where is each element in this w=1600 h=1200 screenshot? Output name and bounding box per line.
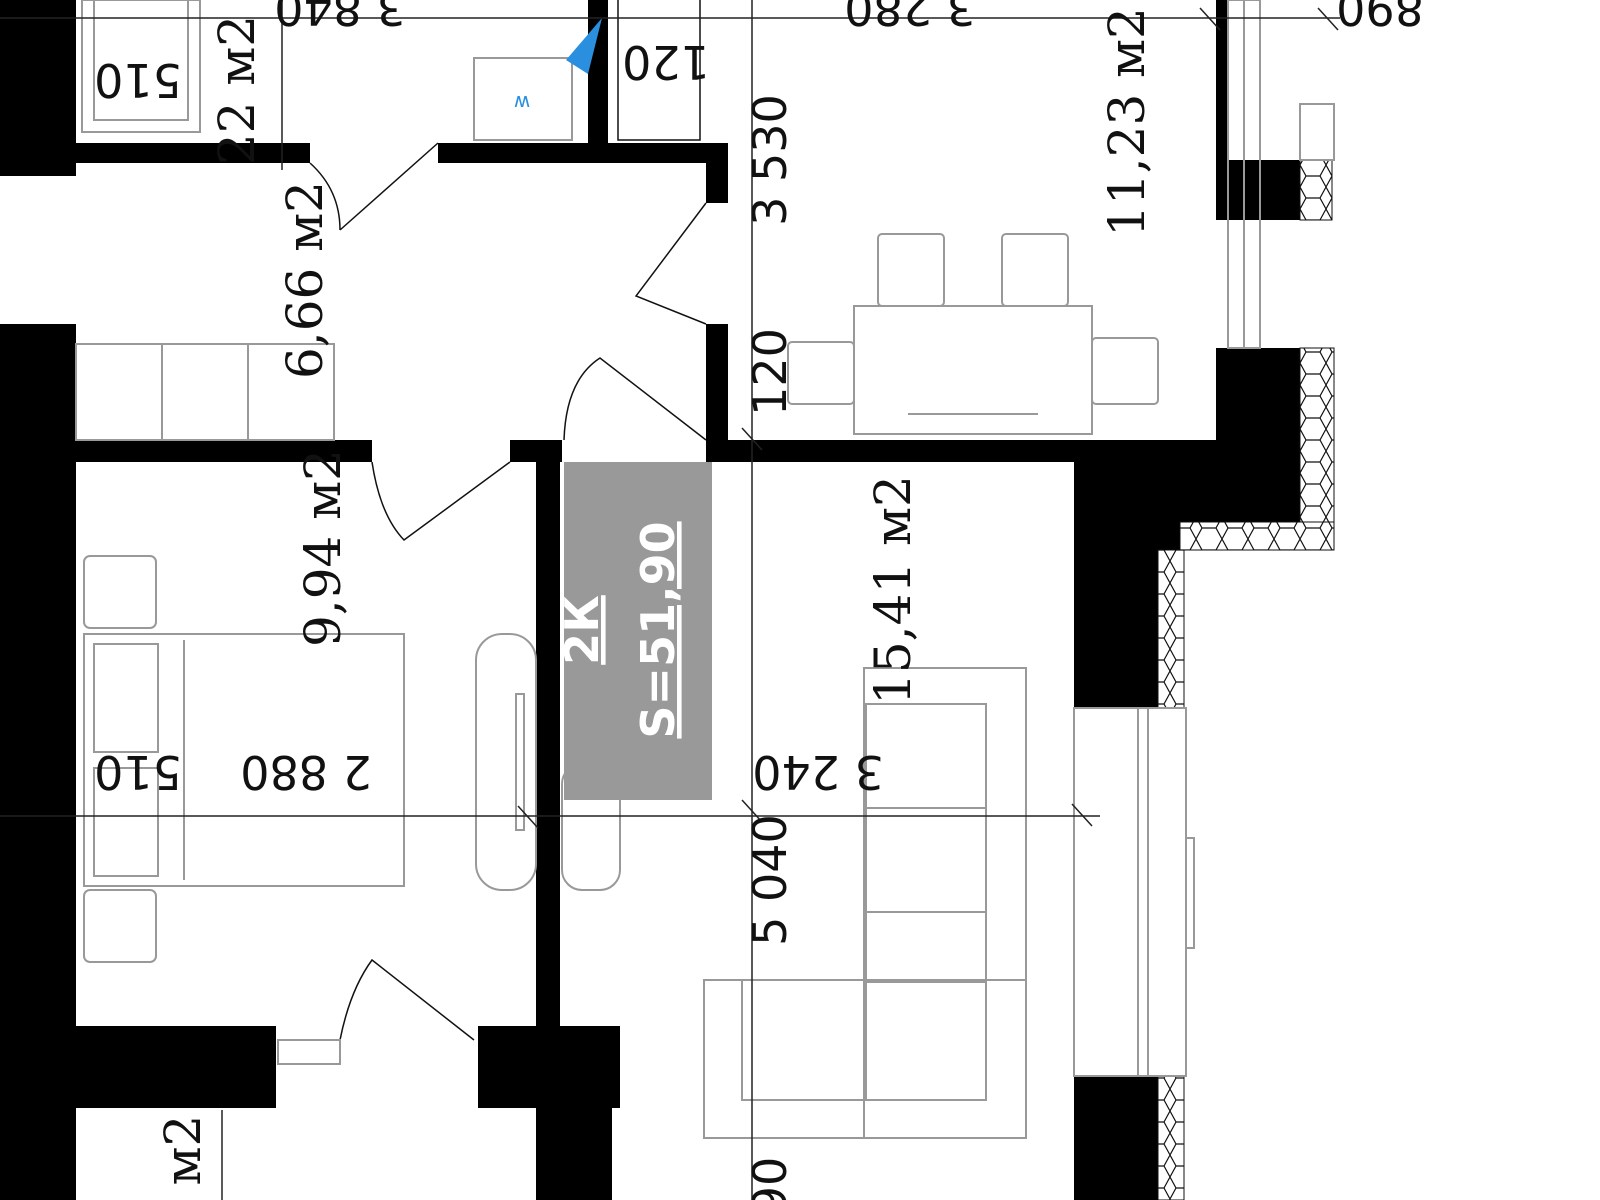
dim-living-height: 5 040 xyxy=(743,814,797,946)
chair-3 xyxy=(787,341,855,405)
wall-bottom-mid-block xyxy=(478,1026,620,1108)
door-balcony xyxy=(339,958,475,1064)
door-bathroom-hall xyxy=(309,142,439,231)
nightstand-bottom xyxy=(83,889,157,963)
window-living xyxy=(1073,707,1187,1077)
insulation xyxy=(1157,159,1335,1200)
bedroom-furniture xyxy=(83,555,537,963)
bathroom-fixtures: w xyxy=(81,0,701,141)
door-kitchen xyxy=(634,202,707,325)
dim-bedroom-510: 510 xyxy=(94,745,182,799)
window-living-handle xyxy=(1185,837,1195,949)
area-living: 15,41 м2 xyxy=(864,475,922,705)
dim-top-partial-c: 890 xyxy=(1336,0,1424,35)
area-kitchen: 11,23 м2 xyxy=(1098,7,1156,237)
wall-bedroom-top xyxy=(76,440,372,462)
wall-right-upper xyxy=(1216,160,1300,220)
walls xyxy=(0,0,1300,1200)
water-heater-icon xyxy=(473,57,573,141)
area-bottom-left-partial: м2 xyxy=(154,1115,212,1186)
wall-bottom-center xyxy=(536,1108,612,1200)
dim-living-width: 3 240 xyxy=(752,745,884,799)
insulation-bottom xyxy=(1157,1075,1185,1200)
area-hall: 6,66 м2 xyxy=(276,181,334,379)
insulation-corner-v xyxy=(1299,347,1335,551)
dim-top-partial-a: 3 840 xyxy=(274,0,406,35)
wall-kitchen-h-stub xyxy=(608,143,728,163)
tv xyxy=(515,693,525,831)
stair-arrow-icon xyxy=(566,18,602,74)
door-bedroom xyxy=(371,461,511,541)
dim-top-120: 120 xyxy=(622,35,710,89)
insulation-top xyxy=(1299,159,1333,221)
badge-area-label: S=51,90 xyxy=(631,521,685,738)
hall-wardrobe xyxy=(75,343,335,441)
labels: 510 120 3 840 3 280 890 22 м2 6,66 м2 11… xyxy=(94,0,1424,1200)
dim-kitchen-height: 3 530 xyxy=(743,94,797,226)
wall-left-upper xyxy=(0,0,76,176)
windows xyxy=(1073,0,1335,1077)
apartment-badge: 2К S=51,90 xyxy=(555,462,712,800)
insulation-side xyxy=(1157,549,1185,709)
wall-right-corner xyxy=(1074,348,1300,708)
wall-left-lower xyxy=(0,324,76,1200)
dimension-lines xyxy=(0,0,1340,1200)
dim-bedroom-width: 2 880 xyxy=(240,745,372,799)
window-kitchen-sill xyxy=(1299,103,1335,161)
dining-set xyxy=(787,233,1159,435)
wall-right-bottom xyxy=(1074,1076,1158,1200)
wall-kitchen-v-upper xyxy=(706,143,728,203)
chair-1 xyxy=(877,233,945,307)
tv-stand xyxy=(475,633,537,891)
wall-top-mid-h xyxy=(438,143,588,163)
area-bedroom: 9,94 м2 xyxy=(294,449,352,647)
badge-background xyxy=(564,462,712,800)
pillow-1 xyxy=(93,643,159,753)
wardrobe xyxy=(75,343,335,441)
dim-bottom-partial: 90 xyxy=(743,1157,797,1200)
wall-top-left-h xyxy=(76,143,310,163)
bathroom-door-frame xyxy=(617,0,701,141)
dim-partition-120: 120 xyxy=(743,328,797,416)
dim-top-partial-b: 3 280 xyxy=(844,0,976,35)
bathtub xyxy=(81,0,201,133)
wall-kitchen-v-lower xyxy=(706,324,728,462)
chair-2 xyxy=(1001,233,1069,307)
wall-kitchen-bottom xyxy=(706,440,1216,462)
doors xyxy=(277,142,707,1065)
insulation-corner-h xyxy=(1179,521,1335,551)
wall-bottom-left-h xyxy=(76,1026,276,1108)
pillow-2 xyxy=(93,767,159,877)
bed xyxy=(83,633,405,887)
water-heater-label: w xyxy=(514,91,530,115)
badge-type-label: 2К xyxy=(555,595,609,665)
sofa-outer xyxy=(863,667,1027,1139)
dim-top-510: 510 xyxy=(94,53,182,107)
nightstand-top xyxy=(83,555,157,629)
wall-kitchen-right-col xyxy=(1216,0,1228,160)
chair-4 xyxy=(1091,337,1159,405)
door-living xyxy=(563,357,707,441)
area-top-left-partial: 22 м2 xyxy=(208,15,266,165)
balcony-threshold xyxy=(277,1039,341,1065)
